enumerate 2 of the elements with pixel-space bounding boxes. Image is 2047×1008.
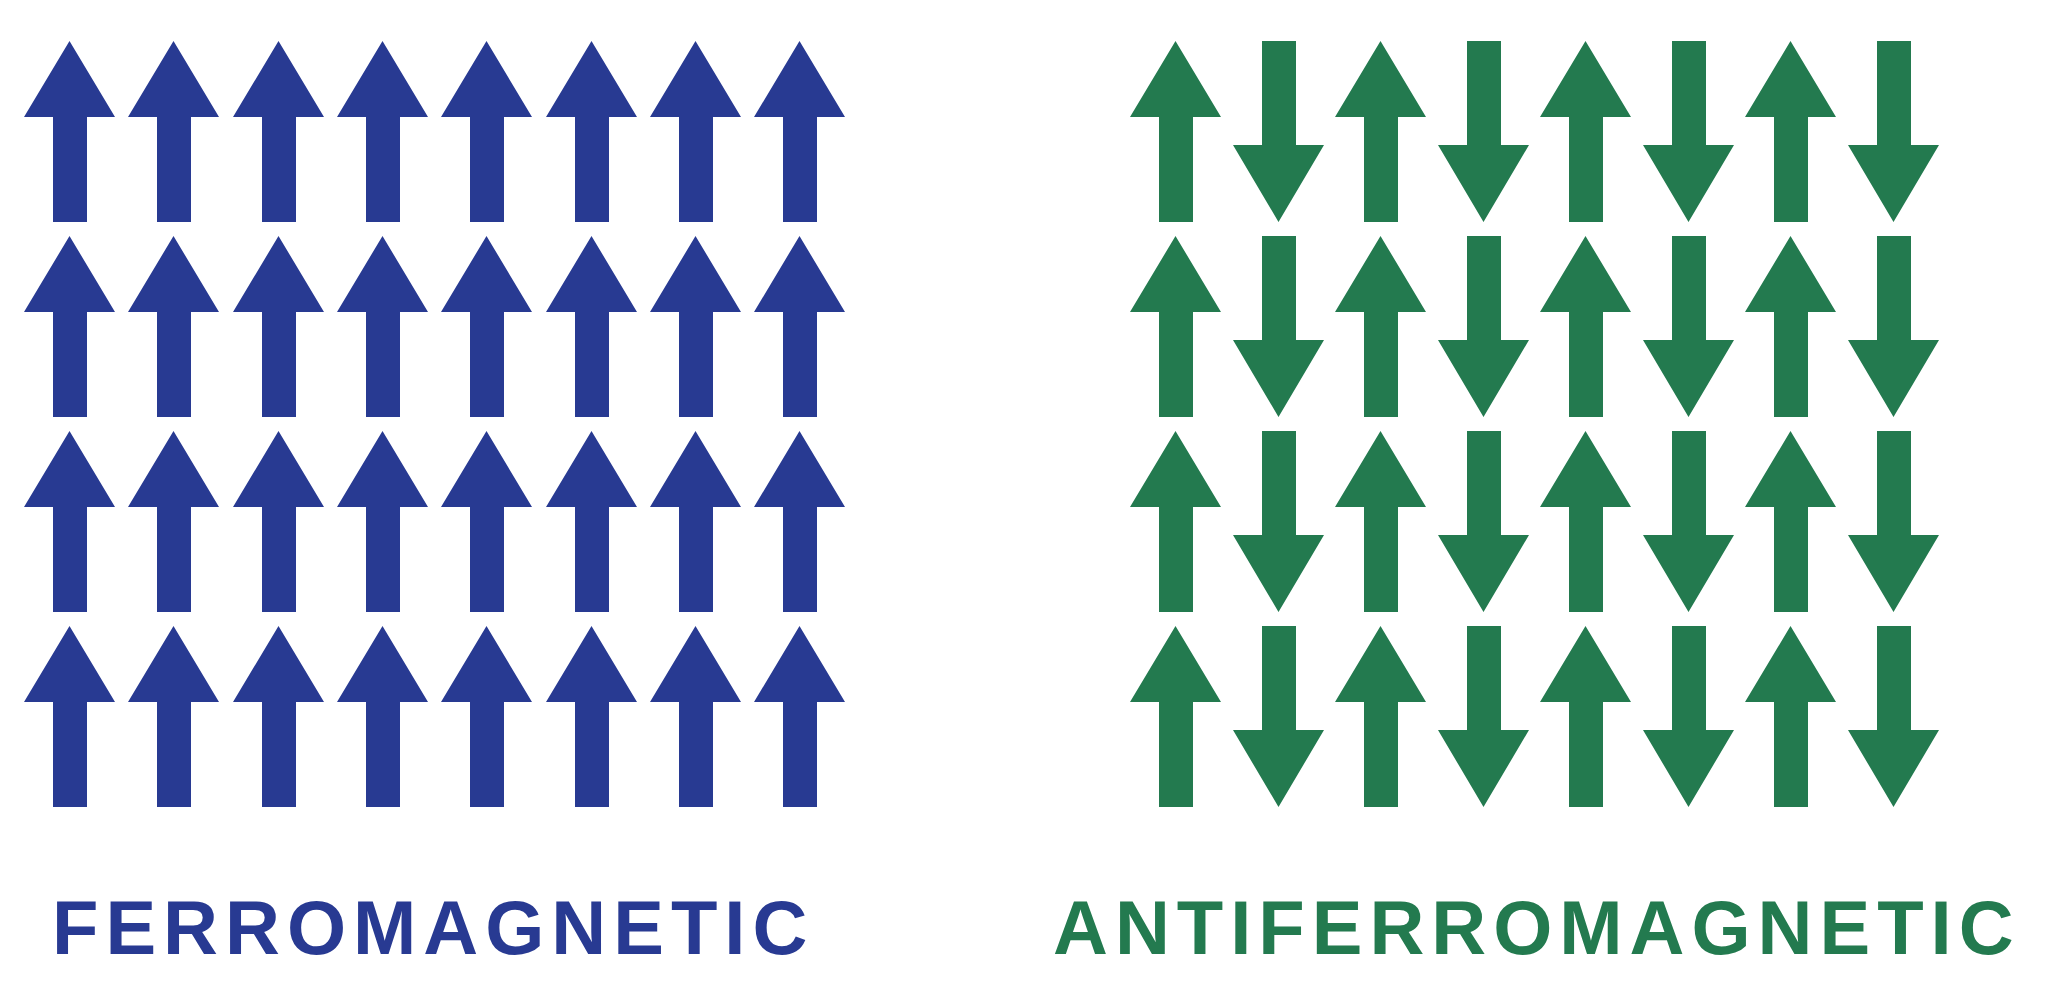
panel-title: ANTIFERROMAGNETIC [1053,890,2021,966]
panel-title: FERROMAGNETIC [52,890,815,966]
